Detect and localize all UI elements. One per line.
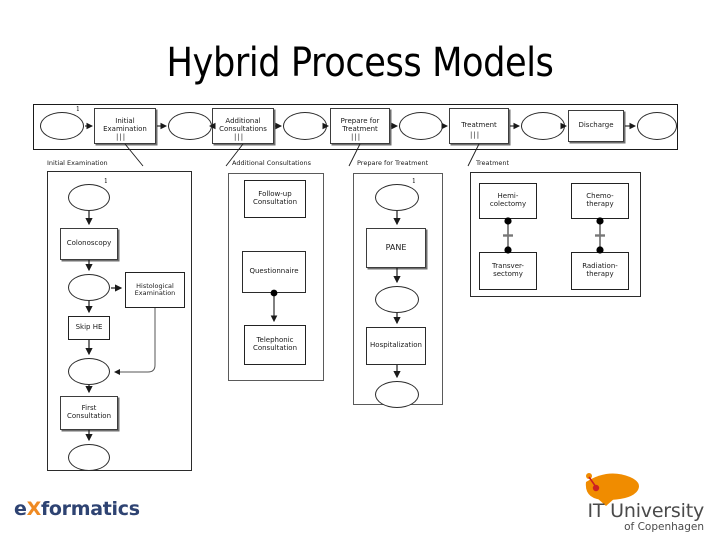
ie-activity-skip-he[interactable]: Skip HE	[68, 316, 110, 340]
ie-end-event[interactable]	[68, 444, 110, 471]
ac-activity-telephonic-consultation[interactable]: Telephonic Consultation	[244, 325, 306, 365]
subprocess-frame-prepare-for-treatment	[353, 173, 443, 405]
subprocess-leader-lines	[124, 143, 480, 167]
ie-join-event[interactable]	[68, 358, 110, 385]
top-activity-discharge[interactable]: Discharge	[568, 110, 624, 142]
ie-start-marker: 1	[104, 178, 108, 185]
top-subprocess-marker-4: |||	[470, 131, 481, 139]
top-event-3[interactable]	[399, 112, 443, 140]
itu-logo-line1: IT University	[587, 500, 705, 522]
ac-activity-followup-consultation[interactable]: Follow-up Consultation	[244, 180, 306, 218]
tr-activity-hemicolectomy[interactable]: Hemi- colectomy	[479, 183, 537, 219]
exformatics-x-icon: X	[26, 498, 42, 520]
top-event-5[interactable]	[637, 112, 677, 140]
pt-end-event[interactable]	[375, 381, 419, 408]
top-event-1[interactable]	[168, 112, 212, 140]
tr-activity-transversectomy[interactable]: Transver- sectomy	[479, 252, 537, 290]
tr-constraint-not-coexistence-left	[503, 217, 513, 254]
exformatics-logo-suffix: formatics	[40, 498, 140, 520]
subprocess-label-initial-examination: Initial Examination	[47, 159, 108, 167]
tr-activity-chemotherapy[interactable]: Chemo- therapy	[571, 183, 629, 219]
ie-activity-colonoscopy[interactable]: Colonoscopy	[60, 228, 118, 260]
pt-start-marker: 1	[412, 178, 416, 185]
exformatics-logo-prefix: e	[14, 498, 27, 520]
top-event-0[interactable]	[40, 112, 84, 140]
top-activity-additional-consultations[interactable]: Additional Consultations	[212, 108, 274, 144]
top-start-marker: 1	[76, 106, 80, 113]
top-activity-initial-examination[interactable]: Initial Examination	[94, 108, 156, 144]
page-title: Hybrid Process Models	[166, 40, 554, 86]
pt-activity-pane[interactable]: PANE	[366, 228, 426, 268]
ac-activity-questionnaire[interactable]: Questionnaire	[242, 251, 306, 293]
top-event-2[interactable]	[283, 112, 327, 140]
top-subprocess-marker-2: |||	[234, 133, 245, 141]
top-activity-treatment[interactable]: Treatment	[449, 108, 509, 144]
itu-logo-line2: of Copenhagen	[624, 521, 704, 533]
subprocess-label-additional-consultations: Additional Consultations	[232, 159, 312, 167]
subprocess-label-treatment: Treatment	[476, 159, 510, 167]
ac-constraint-response	[270, 289, 278, 323]
exformatics-logo: e X formatics	[14, 498, 140, 520]
ie-activity-histological-examination[interactable]: Histological Examination	[125, 272, 185, 308]
pt-start-event[interactable]	[375, 184, 419, 211]
pt-gateway-event[interactable]	[375, 286, 419, 313]
top-subprocess-marker-3: |||	[351, 133, 362, 141]
itu-logo-icon	[585, 473, 639, 506]
subprocess-label-prepare-for-treatment: Prepare for Treatment	[357, 159, 429, 167]
ie-activity-first-consultation[interactable]: First Consultation	[60, 396, 118, 430]
top-subprocess-marker-1: |||	[116, 133, 127, 141]
tr-constraint-not-coexistence-right	[595, 217, 605, 254]
top-event-4[interactable]	[521, 112, 565, 140]
tr-activity-radiationtherapy[interactable]: Radiation- therapy	[571, 252, 629, 290]
ie-gateway-event[interactable]	[68, 274, 110, 301]
top-activity-prepare-for-treatment[interactable]: Prepare for Treatment	[330, 108, 390, 144]
ie-connectors	[85, 211, 156, 442]
ie-start-event[interactable]	[68, 184, 110, 211]
pt-activity-hospitalization[interactable]: Hospitalization	[366, 327, 426, 365]
